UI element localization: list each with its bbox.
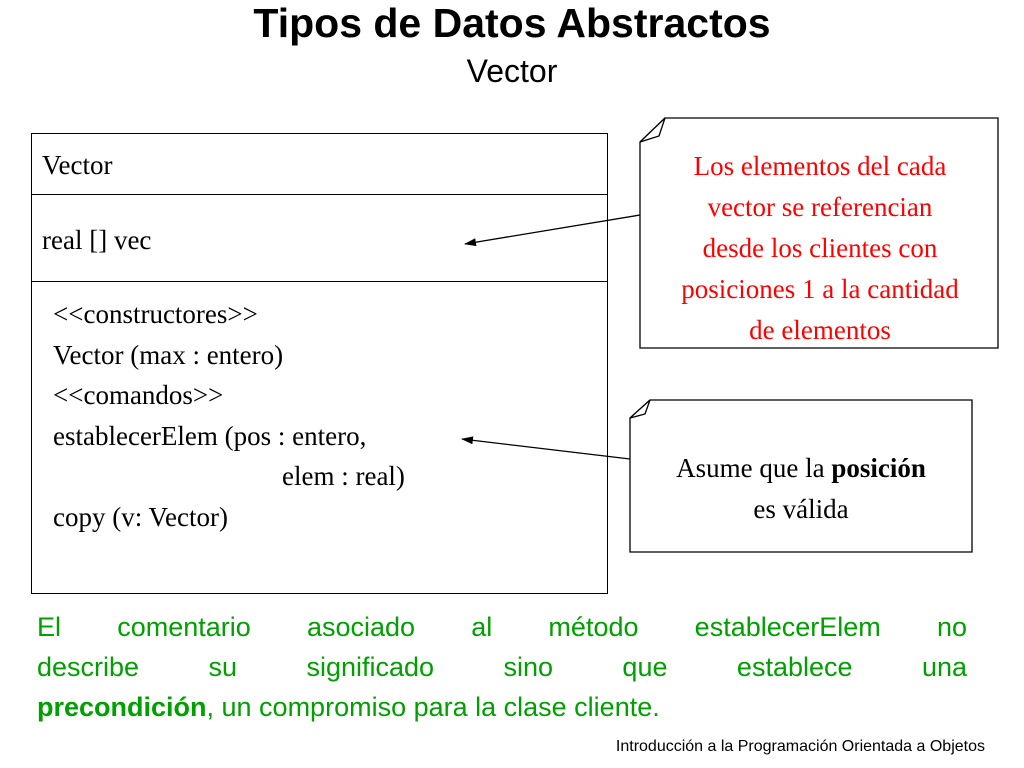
note-2-arrow: [461, 436, 631, 460]
comment-line-3: precondición, un compromiso para la clas…: [37, 687, 967, 727]
note-2-text-bold: posición: [831, 453, 926, 483]
uml-operation-establecer-elem-cont: elem : real): [282, 461, 405, 491]
note-1-arrow: [464, 214, 641, 247]
note-1-line: vector se referencian: [707, 192, 933, 222]
note-1-line: de elementos: [749, 315, 891, 345]
note-1-line: desde los clientes con: [702, 233, 938, 263]
comment-rest: , un compromiso para la clase cliente.: [206, 692, 660, 722]
slide-subtitle: Vector: [466, 53, 558, 89]
note-2-text: Asume que la posición es válida: [630, 448, 972, 530]
comment-line-2: describe su significado sino que estable…: [37, 652, 967, 682]
note-2-line-1: Asume que la posición: [630, 448, 972, 489]
uml-class-name: Vector: [32, 134, 607, 195]
uml-attributes-section: real [] vec: [32, 195, 607, 282]
uml-operation-copy: copy (v: Vector): [53, 501, 228, 532]
uml-class-box: Vector real [] vec <<constructores>> Vec…: [31, 133, 608, 594]
note-2-text-after: es válida: [753, 494, 849, 524]
uml-operation-vector: Vector (max : entero): [53, 339, 284, 370]
uml-attribute-vec: real [] vec: [42, 225, 152, 255]
note-2-text-before: Asume que la: [676, 453, 832, 483]
comment-line-1: El comentario asociado al método estable…: [37, 612, 967, 642]
slide-title: Tipos de Datos Abstractos: [253, 0, 771, 46]
note-1-fold: [639, 117, 666, 143]
slide-footer: Introducción a la Programación Orientada…: [615, 738, 985, 755]
comment-bold-term: precondición: [37, 692, 207, 722]
uml-operation-establecer-elem: establecerElem (pos : entero,: [53, 420, 367, 451]
note-1-line: Los elementos del cada: [693, 151, 947, 181]
note-2-fold: [629, 399, 651, 419]
uml-stereotype-constructores: <<constructores>>: [53, 299, 258, 329]
uml-operations-section: <<constructores>> Vector (max : entero) …: [32, 282, 607, 537]
note-1-line: posiciones 1 a la cantidad: [681, 274, 959, 304]
slide-comment: El comentario asociado al método estable…: [37, 607, 967, 727]
note-1-text: Los elementos del cada vector se referen…: [640, 146, 1000, 351]
uml-stereotype-comandos: <<comandos>>: [53, 380, 224, 410]
